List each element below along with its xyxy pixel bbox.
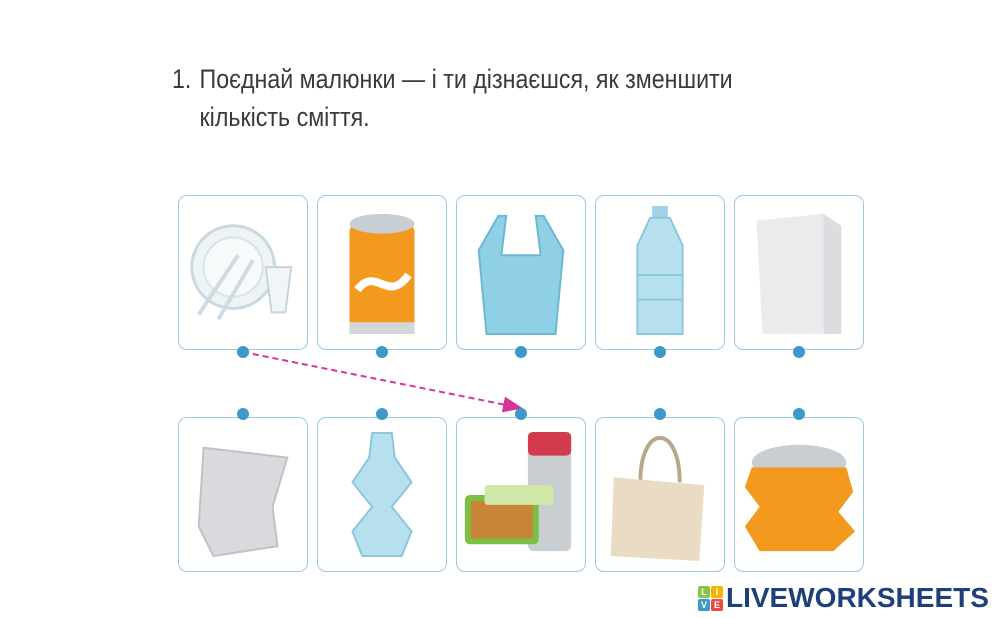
card-plastic-bag bbox=[456, 195, 586, 350]
crushed-bottle-image bbox=[351, 431, 413, 558]
lunchbox-and-thermos-image bbox=[464, 431, 572, 552]
connect-dot-top-disposable-tableware[interactable] bbox=[237, 346, 249, 358]
crushed-can-image bbox=[744, 444, 856, 552]
card-cloth-tote-bag bbox=[595, 417, 725, 572]
connect-dot-bottom-crushed-can[interactable] bbox=[793, 408, 805, 420]
liveworksheets-logo: L I V E LIVEWORKSHEETS bbox=[698, 582, 989, 614]
connect-dot-bottom-crushed-bottle[interactable] bbox=[376, 408, 388, 420]
cloth-tote-bag-image bbox=[610, 436, 705, 561]
connect-dot-bottom-cloth-tote-bag[interactable] bbox=[654, 408, 666, 420]
card-soda-can bbox=[317, 195, 447, 350]
plastic-bottle-image bbox=[636, 206, 684, 336]
soda-can-image bbox=[349, 213, 415, 335]
logo-mark: L I V E bbox=[698, 585, 723, 611]
connect-dot-top-plastic-bag[interactable] bbox=[515, 346, 527, 358]
task-number: 1. bbox=[172, 64, 192, 94]
connect-dot-bottom-flattened-carton[interactable] bbox=[237, 408, 249, 420]
connect-dot-top-plastic-bottle[interactable] bbox=[654, 346, 666, 358]
disposable-tableware-image bbox=[190, 224, 293, 321]
card-crushed-can bbox=[734, 417, 864, 572]
juice-carton-image bbox=[756, 213, 842, 335]
logo-word: LIVEWORKSHEETS bbox=[726, 582, 989, 613]
card-crushed-bottle bbox=[317, 417, 447, 572]
card-juice-carton bbox=[734, 195, 864, 350]
task-line-2: кількість сміття. bbox=[199, 102, 370, 132]
connect-dot-top-soda-can[interactable] bbox=[376, 346, 388, 358]
plastic-bag-image bbox=[477, 214, 565, 336]
connection-arrow bbox=[242, 351, 523, 413]
connect-dot-bottom-lunchbox-and-thermos[interactable] bbox=[515, 408, 527, 420]
card-disposable-tableware bbox=[178, 195, 308, 350]
flattened-carton-image bbox=[197, 446, 289, 558]
connect-dot-top-juice-carton[interactable] bbox=[793, 346, 805, 358]
card-plastic-bottle bbox=[595, 195, 725, 350]
task-line-1: Поєднай малюнки — і ти дізнаєшся, як зме… bbox=[199, 64, 733, 94]
card-lunchbox-and-thermos bbox=[456, 417, 586, 572]
task-instruction: 1.Поєднай малюнки — і ти дізнаєшся, як з… bbox=[172, 60, 912, 136]
card-flattened-carton bbox=[178, 417, 308, 572]
